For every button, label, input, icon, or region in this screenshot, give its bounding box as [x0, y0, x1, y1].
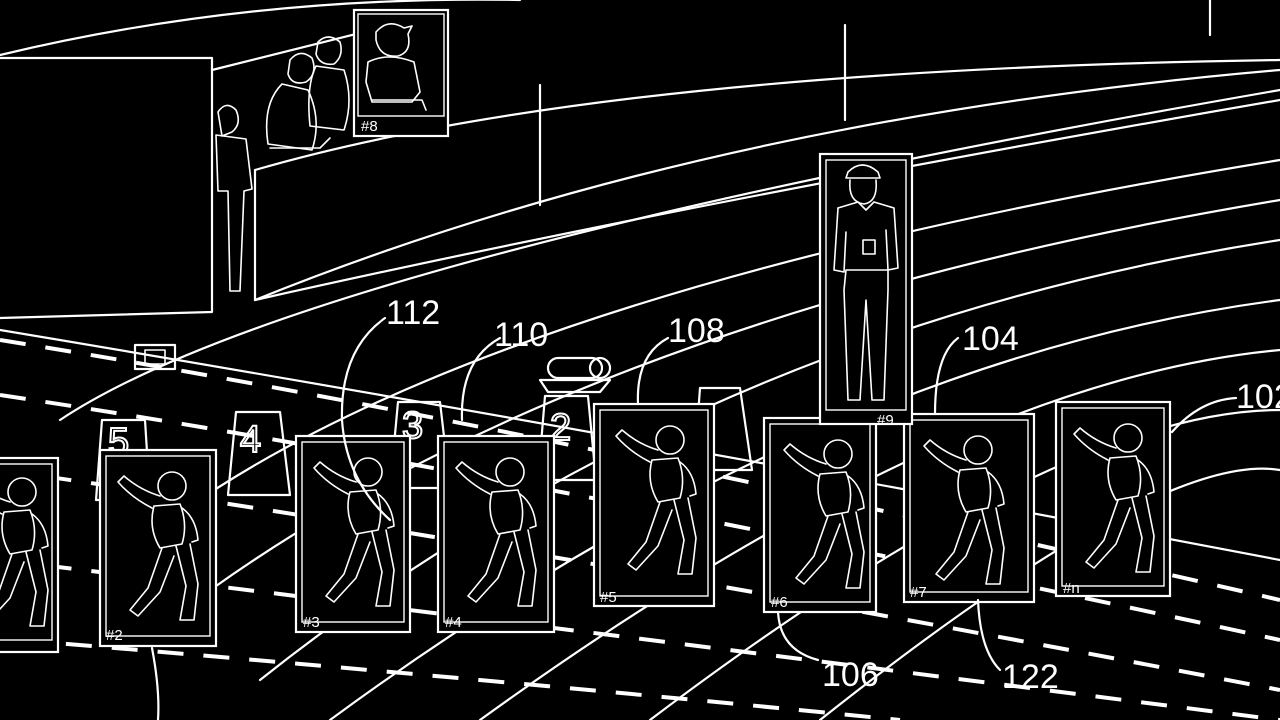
detection-label-4: #4 — [445, 614, 462, 631]
detection-label-5: #5 — [600, 589, 617, 606]
spectator-seated-1 — [265, 52, 331, 151]
leader-lines — [150, 316, 1238, 720]
detection-box-n: #n — [1054, 400, 1172, 598]
detection-box-5: #5 — [592, 402, 716, 608]
detection-label-2: #2 — [106, 627, 123, 644]
spectator-seated-2 — [308, 36, 350, 131]
detection-label-6: #6 — [771, 594, 788, 611]
ref-numeral-112: 112 — [386, 294, 440, 332]
lane-marker-4: 4 — [226, 410, 292, 497]
detection-box-6: #6 — [762, 416, 878, 614]
track-sensor-box — [133, 343, 177, 371]
detection-label-7: #7 — [910, 584, 927, 601]
detection-label-9: #9 — [877, 412, 894, 429]
detection-label-n: #n — [1063, 580, 1080, 597]
ref-numeral-102: 102 — [1236, 378, 1280, 416]
detection-box-2: #2 — [98, 448, 218, 648]
detection-label-3: #3 — [303, 614, 320, 631]
detection-box-9: #9 — [818, 152, 914, 429]
camera-icon — [538, 356, 612, 394]
ref-numeral-110: 110 — [494, 316, 548, 354]
ref-numeral-108: 108 — [668, 312, 725, 350]
track-sensor-box-inner — [144, 349, 166, 365]
detection-box-8: #8 — [352, 8, 450, 138]
ref-numeral-104: 104 — [962, 320, 1019, 358]
detection-box-4: #4 — [436, 434, 556, 634]
ref-numeral-122: 122 — [1002, 658, 1059, 696]
detection-box-7: #7 — [902, 412, 1036, 604]
spectator-standing — [215, 104, 253, 292]
detection-label-8: #8 — [361, 118, 378, 135]
stadium-stands — [0, 0, 1280, 320]
detection-box-1 — [0, 456, 60, 654]
lane-marker-4-label: 4 — [240, 419, 261, 461]
ref-numeral-106: 106 — [822, 656, 879, 694]
